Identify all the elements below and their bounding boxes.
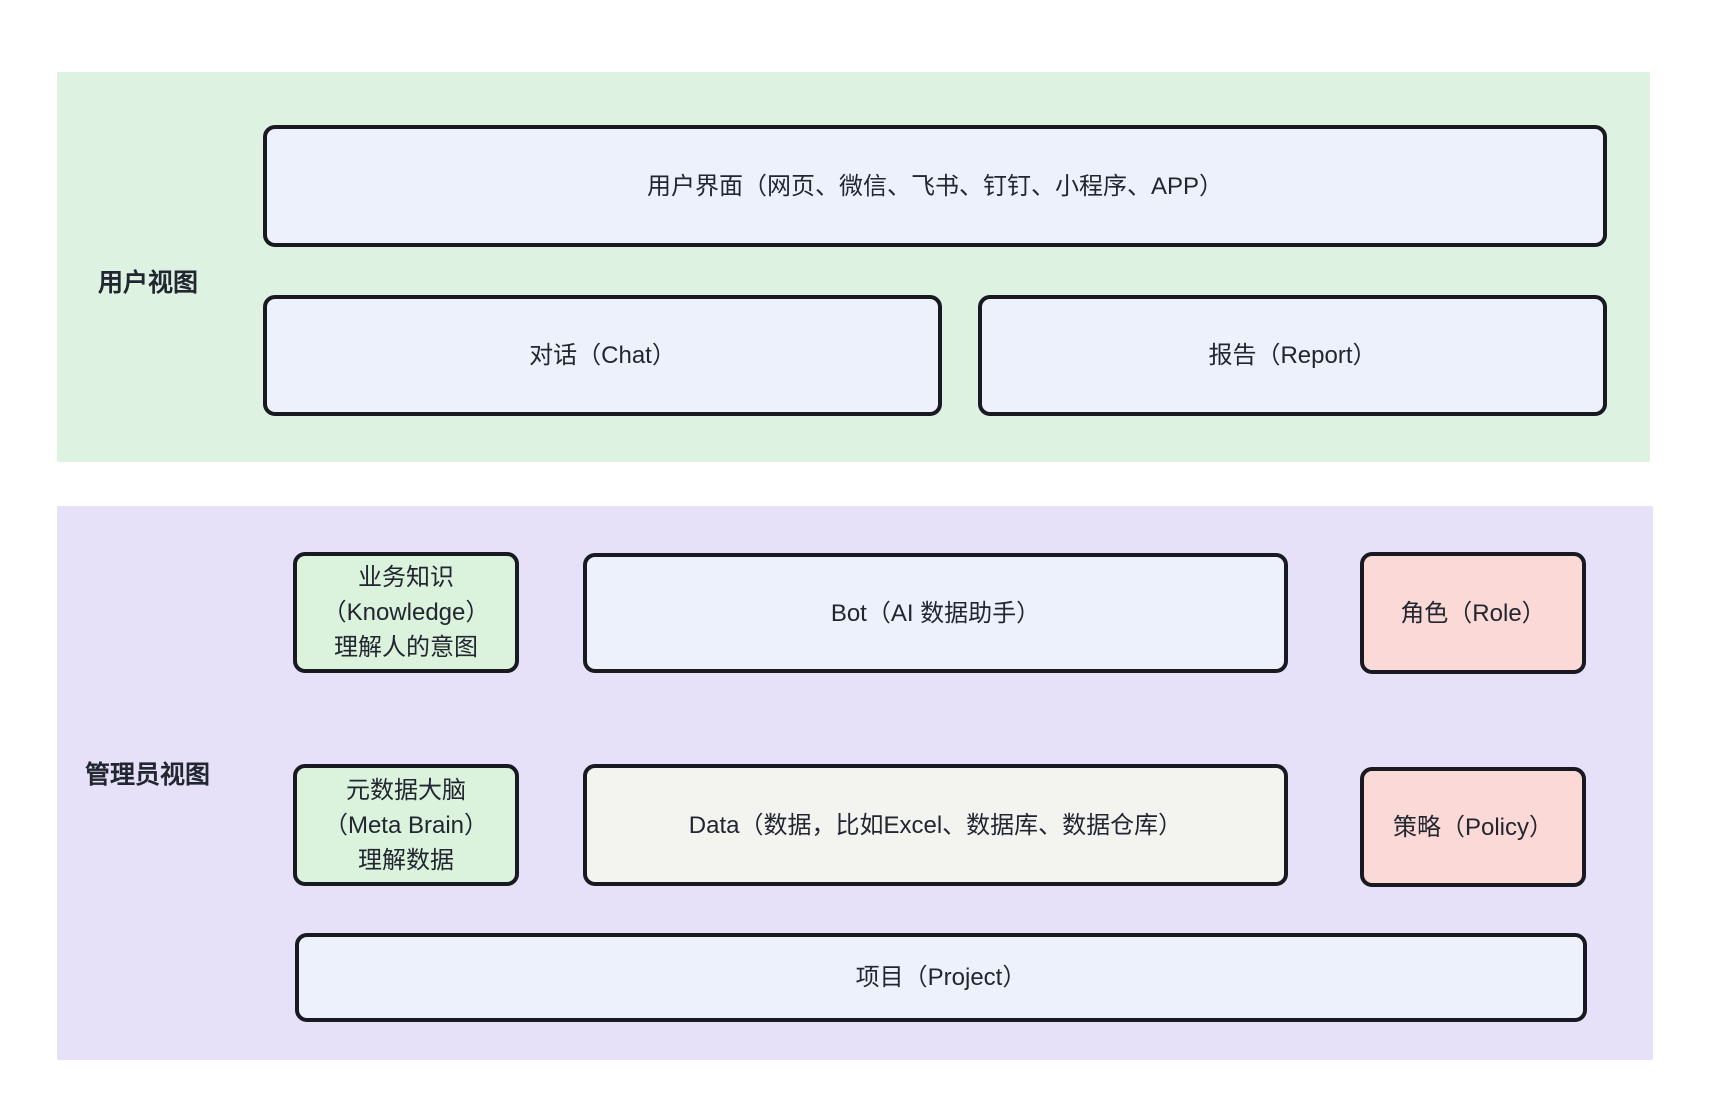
user-interface-box-label: 用户界面（网页、微信、飞书、钉钉、小程序、APP） — [646, 172, 1224, 200]
project-box: 项目（Project） — [295, 933, 1587, 1022]
knowledge-box: 业务知识 （Knowledge） 理解人的意图 — [293, 552, 519, 673]
meta-brain-box-line-1: 元数据大脑 — [346, 776, 466, 804]
data-box: Data（数据，比如Excel、数据库、数据仓库） — [583, 764, 1288, 886]
user-view-panel: 用户视图 用户界面（网页、微信、飞书、钉钉、小程序、APP） 对话（Chat） … — [57, 72, 1650, 462]
user-view-label: 用户视图 — [98, 269, 199, 297]
admin-view-panel: 管理员视图 业务知识 （Knowledge） 理解人的意图 Bot（AI 数据助… — [57, 506, 1653, 1060]
knowledge-box-line-1: 业务知识 — [358, 564, 454, 591]
bot-box-label: Bot（AI 数据助手） — [830, 599, 1041, 627]
policy-box-label: 策略（Policy） — [1392, 813, 1554, 841]
policy-box: 策略（Policy） — [1360, 767, 1586, 887]
project-box-label: 项目（Project） — [855, 964, 1027, 991]
role-box-label: 角色（Role） — [1400, 599, 1546, 627]
report-box-label: 报告（Report） — [1208, 342, 1377, 369]
meta-brain-box-line-3: 理解数据 — [358, 846, 454, 874]
meta-brain-box-line-2: （Meta Brain） — [323, 811, 489, 839]
chat-box: 对话（Chat） — [263, 295, 942, 416]
admin-view-label: 管理员视图 — [85, 761, 211, 789]
user-interface-box: 用户界面（网页、微信、飞书、钉钉、小程序、APP） — [263, 125, 1607, 247]
report-box: 报告（Report） — [978, 295, 1607, 416]
role-box: 角色（Role） — [1360, 552, 1586, 674]
knowledge-box-line-2: （Knowledge） — [322, 599, 490, 626]
bot-box: Bot（AI 数据助手） — [583, 553, 1288, 673]
meta-brain-box: 元数据大脑 （Meta Brain） 理解数据 — [293, 764, 519, 886]
chat-box-label: 对话（Chat） — [529, 342, 676, 369]
data-box-label: Data（数据，比如Excel、数据库、数据仓库） — [688, 811, 1183, 839]
knowledge-box-line-3: 理解人的意图 — [334, 634, 478, 661]
